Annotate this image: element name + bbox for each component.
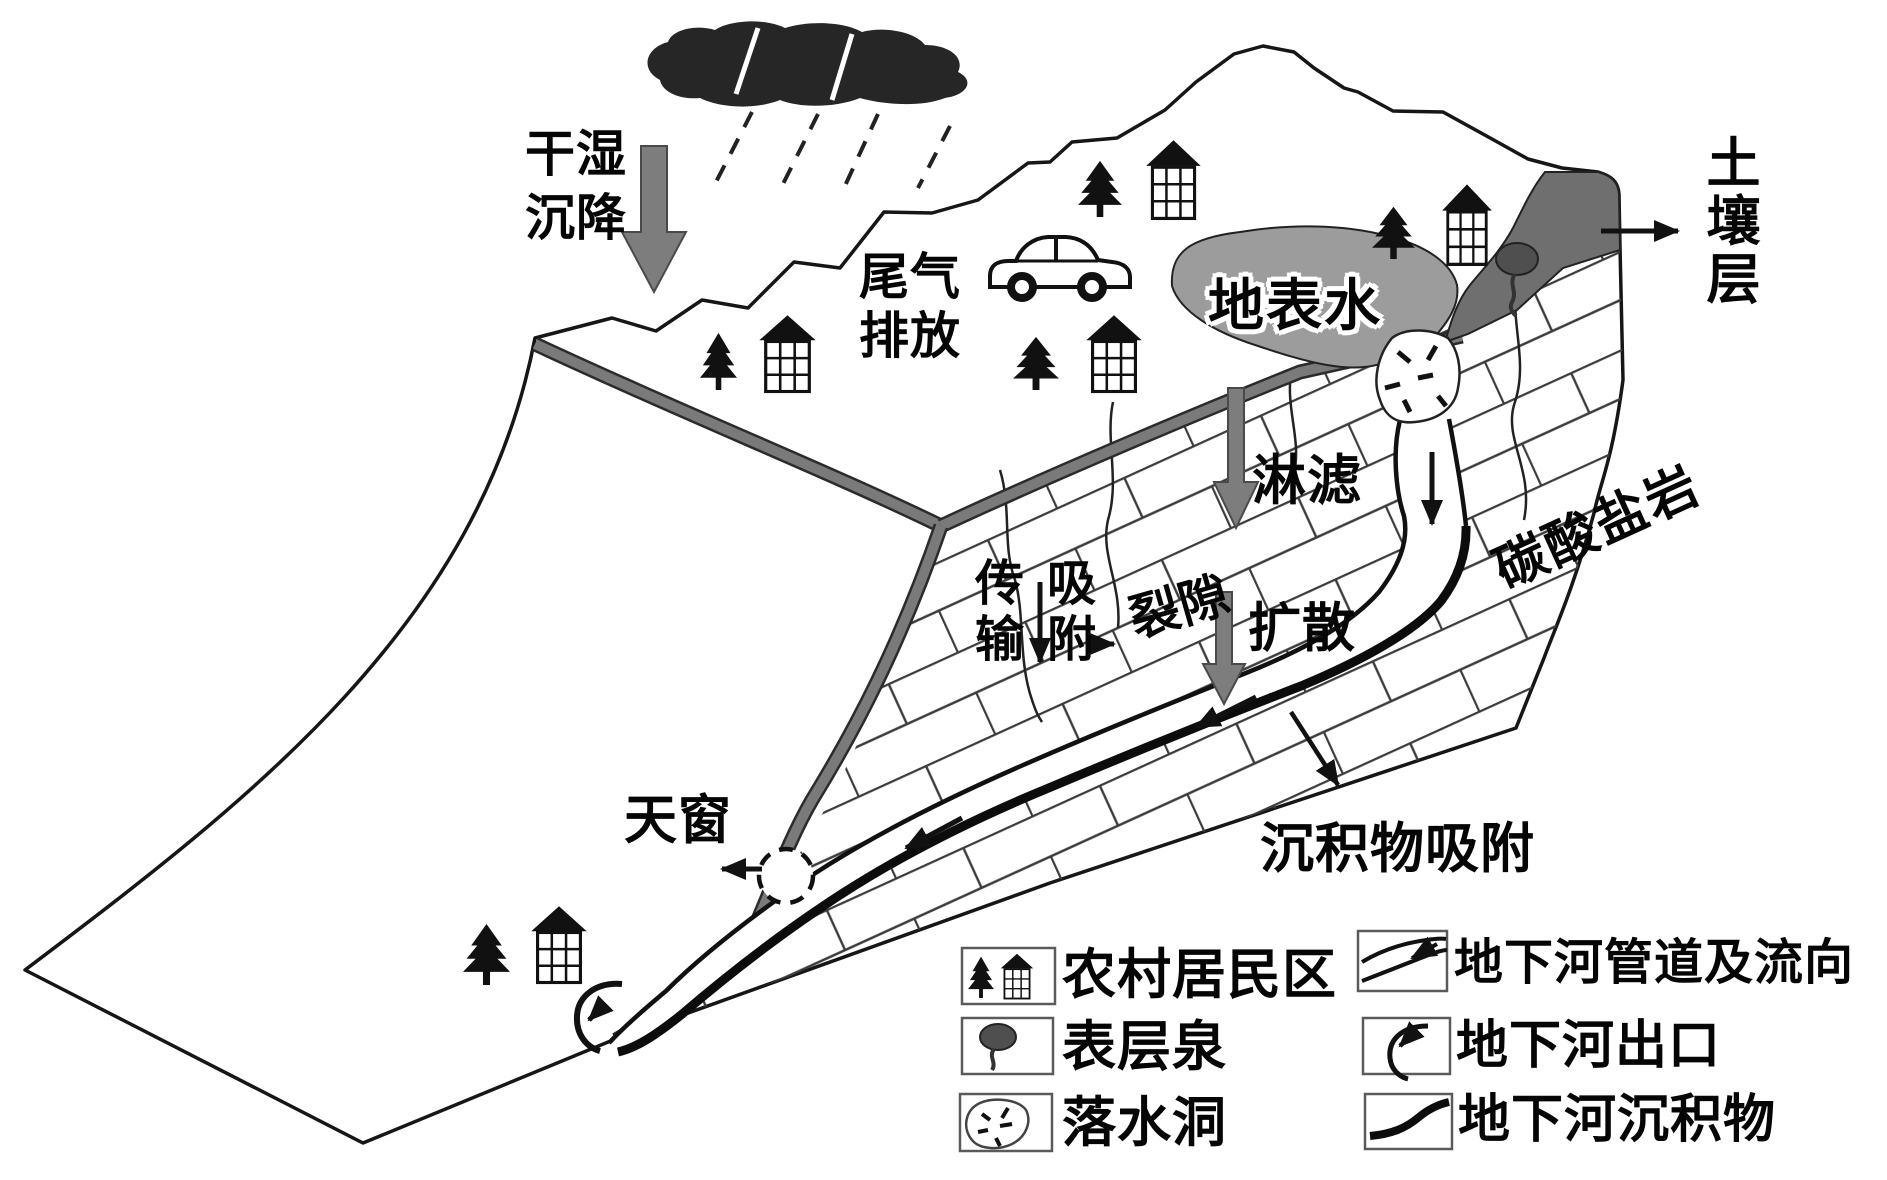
car-icon <box>988 235 1132 302</box>
label-karst-window: 天窗 <box>624 792 732 850</box>
river-outlet-icon <box>573 980 623 1054</box>
deposition-arrow-icon <box>620 145 688 295</box>
sinkhole-icon <box>1375 329 1461 424</box>
river-sediment-line <box>616 525 1471 1057</box>
legend-label-underground-river-sediment: 地下河沉积物 <box>1458 1092 1777 1149</box>
rain-dashes <box>714 111 952 189</box>
label-surface-water: 地表水 <box>1208 276 1382 338</box>
label-exhaust-emission: 尾气 排放 <box>859 249 961 364</box>
legend <box>958 929 1454 1153</box>
legend-label-underground-river-conduit-and-flow: 地下河管道及流向 <box>1454 935 1855 990</box>
legend-label-underground-river-outlet: 地下河出口 <box>1456 1018 1722 1075</box>
legend-label-rural-residential-area: 农村居民区 <box>1062 945 1337 1005</box>
underground-river-channel <box>607 418 1471 1057</box>
annotation-arrows <box>720 220 1680 880</box>
label-transport: 传 输 <box>974 556 1025 667</box>
legend-label-epikarst-spring: 表层泉 <box>1062 1017 1227 1077</box>
leaching-arrow-icon <box>1212 387 1260 531</box>
label-soil-layer: 土 壤 层 <box>1706 134 1762 310</box>
epikarst-spring-icon <box>1495 242 1539 318</box>
diffusion-arrow-icon <box>1201 591 1247 707</box>
flow-arrow-icon <box>904 452 1443 851</box>
label-adsorption: 吸 附 <box>1046 556 1097 667</box>
legend-label-sinkhole: 落水洞 <box>1062 1093 1227 1153</box>
label-dry-wet-deposition: 干湿 沉降 <box>525 126 627 246</box>
label-sediment-adsorption: 沉积物吸附 <box>1260 819 1535 879</box>
rain-cloud-icon <box>647 21 968 107</box>
sinkhole-icon <box>964 1098 1030 1150</box>
sediment-line-icon <box>1369 1098 1450 1140</box>
epikarst-spring-icon <box>979 1023 1017 1051</box>
label-diffusion: 扩散 <box>1248 600 1356 658</box>
sediment-adsorption-arrow-icon <box>1289 710 1340 787</box>
legend-box-outlet <box>1361 1016 1452 1076</box>
surface-water-lake <box>1170 225 1459 369</box>
label-leaching: 淋滤 <box>1252 451 1362 511</box>
karst-window-opening <box>756 846 816 906</box>
